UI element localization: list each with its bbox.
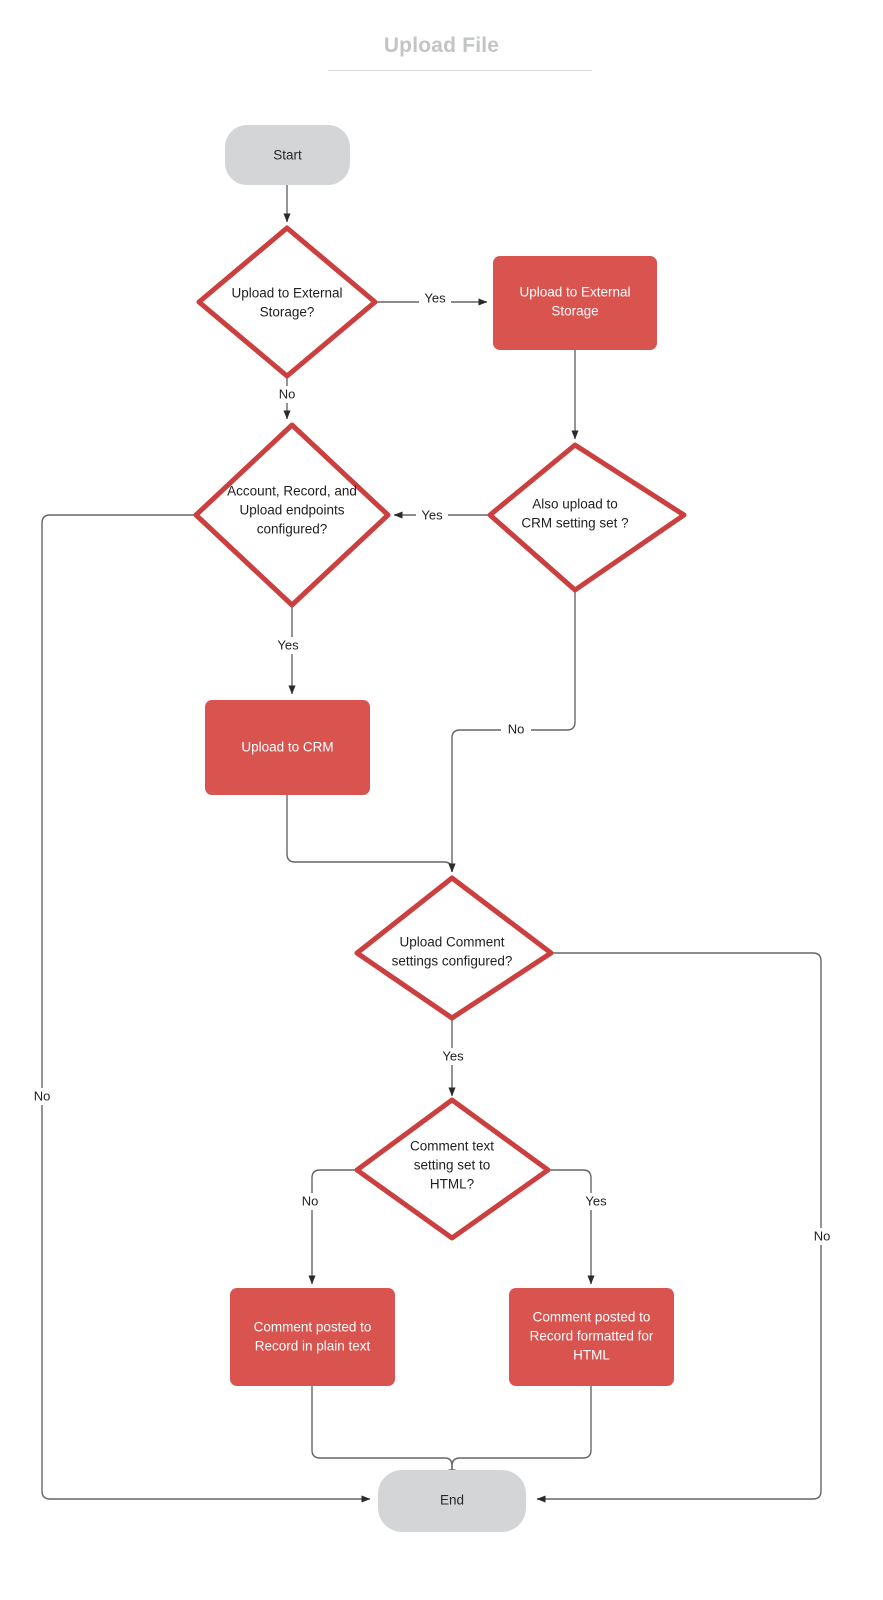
edge-label-bg xyxy=(419,290,451,307)
edge-label-bg xyxy=(416,507,448,524)
edge-label-yes-external: Yes xyxy=(424,290,446,305)
edge-plain-text-to-end xyxy=(311,1386,456,1479)
nodes-layer: Start Upload to External Storage? Upload… xyxy=(193,125,687,1532)
edge-label-bg xyxy=(501,721,531,738)
node-decision-also-upload-crm[interactable]: Also upload to CRM setting set ? xyxy=(487,442,687,593)
edge-label-bg xyxy=(807,1228,837,1245)
page-title: Upload File xyxy=(383,34,500,57)
edge-labels-layer: Yes No Yes No Yes No Yes No No Yes xyxy=(28,290,837,1245)
title-underline xyxy=(328,70,592,71)
endpoints-configured-decision-shape[interactable] xyxy=(193,422,391,608)
edge-label-yes-html-html: Yes xyxy=(585,1193,607,1208)
edge-label-no-endpoints-end: No xyxy=(34,1088,51,1103)
edge-label-bg xyxy=(580,1193,612,1210)
node-decision-comment-text-html[interactable]: Comment text setting set to HTML? xyxy=(354,1097,551,1241)
edge-label-no-endpoints: No xyxy=(279,386,296,401)
node-process-comment-html[interactable]: Comment posted to Record formatted for H… xyxy=(509,1288,674,1386)
edge-label-no-comment-end: No xyxy=(814,1228,831,1243)
also-upload-crm-decision-shape[interactable] xyxy=(487,442,687,593)
upload-external-storage-process-shape[interactable] xyxy=(493,256,657,350)
end-shape[interactable] xyxy=(378,1470,526,1532)
node-decision-endpoints-configured[interactable]: Account, Record, and Upload endpoints co… xyxy=(193,422,391,608)
edge-label-no-crm-comment: No xyxy=(508,721,525,736)
node-decision-upload-external-storage[interactable]: Upload to External Storage? xyxy=(196,225,378,379)
edge-label-bg xyxy=(28,1088,58,1105)
edge-label-bg xyxy=(272,637,304,654)
comment-plain-text-process-shape[interactable] xyxy=(230,1288,395,1386)
upload-comment-settings-decision-shape[interactable] xyxy=(354,875,554,1021)
edge-label-yes-crm-endpoints: Yes xyxy=(421,507,443,522)
upload-crm-process-shape[interactable] xyxy=(205,700,370,795)
comment-text-html-decision-shape[interactable] xyxy=(354,1097,551,1241)
edge-label-bg xyxy=(272,386,302,403)
edge-endpoints-no xyxy=(41,514,371,1503)
edge-label-no-html-plain: No xyxy=(302,1193,319,1208)
comment-html-process-shape[interactable] xyxy=(509,1288,674,1386)
edge-comment-html-yes xyxy=(548,1169,595,1285)
edge-label-bg xyxy=(437,1048,469,1065)
edge-upload-crm-to-comment-decision xyxy=(286,795,456,873)
upload-external-storage-decision-shape[interactable] xyxy=(196,225,378,379)
edge-comment-settings-no xyxy=(536,952,822,1503)
start-shape[interactable] xyxy=(225,125,350,185)
edge-html-to-end xyxy=(451,1386,592,1478)
edges-layer xyxy=(41,184,822,1503)
node-process-upload-crm[interactable]: Upload to CRM xyxy=(205,700,370,795)
node-decision-upload-comment-settings[interactable]: Upload Comment settings configured? xyxy=(354,875,554,1021)
edge-comment-html-no xyxy=(308,1169,357,1285)
edge-label-bg xyxy=(296,1193,326,1210)
node-process-upload-external-storage[interactable]: Upload to External Storage xyxy=(493,256,657,350)
node-start[interactable]: Start xyxy=(225,125,350,185)
node-process-comment-plain-text[interactable]: Comment posted to Record in plain text xyxy=(230,1288,395,1386)
edge-label-yes-endpoints-crm: Yes xyxy=(277,637,299,652)
node-end[interactable]: End xyxy=(378,1470,526,1532)
edge-label-yes-comment-html: Yes xyxy=(442,1048,464,1063)
